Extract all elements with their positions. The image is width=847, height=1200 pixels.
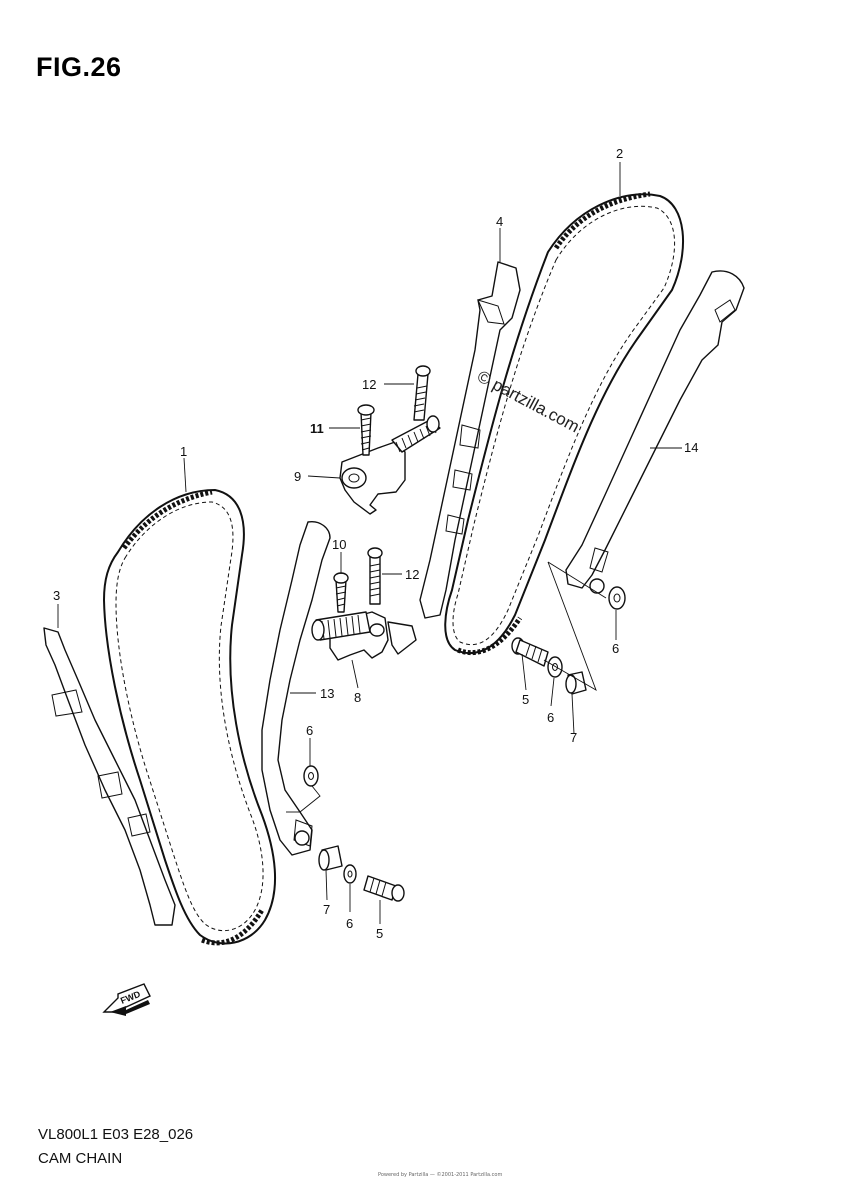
rear-tensioner-guide[interactable] <box>565 270 745 594</box>
callout-13: 13 <box>320 686 334 701</box>
fwd-arrow-icon: FWD <box>102 983 151 1016</box>
figure-title: FIG.26 <box>36 52 122 82</box>
bolt-12-lower[interactable] <box>367 547 383 605</box>
front-tensioner-guide[interactable] <box>261 521 331 856</box>
rear-spacer-7[interactable] <box>565 671 587 695</box>
callout-11: 11 <box>310 421 324 436</box>
callout-7a: 7 <box>570 730 577 745</box>
front-bolt-5[interactable] <box>363 875 405 902</box>
callout-2: 2 <box>616 146 623 161</box>
callout-6b: 6 <box>547 710 554 725</box>
callout-12b: 12 <box>405 567 419 582</box>
callout-14: 14 <box>684 440 698 455</box>
front-spacer-7[interactable] <box>318 845 343 871</box>
callout-5a: 5 <box>522 692 529 707</box>
rear-washer-6[interactable] <box>547 656 563 678</box>
leader-lines <box>57 162 682 924</box>
callout-4: 4 <box>496 214 503 229</box>
callout-5b: 5 <box>376 926 383 941</box>
callout-10: 10 <box>332 537 346 552</box>
copyright-text: © partzilla.com <box>474 367 582 437</box>
front-upper-washer-6[interactable] <box>303 765 319 787</box>
lower-chain-tensioner[interactable] <box>311 611 417 661</box>
upper-chain-tensioner[interactable] <box>339 415 441 515</box>
front-cam-chain[interactable] <box>102 488 276 946</box>
bolt-11[interactable] <box>357 404 375 456</box>
front-chain-guide[interactable] <box>43 627 176 926</box>
figure-code: VL800L1 E03 E28_026 <box>38 1126 194 1143</box>
rear-chain-guide[interactable] <box>419 261 521 619</box>
callout-9: 9 <box>294 469 301 484</box>
figure-name: CAM CHAIN <box>38 1150 123 1167</box>
bolt-10[interactable] <box>333 572 349 613</box>
front-washer-6[interactable] <box>343 864 357 884</box>
callout-1: 1 <box>180 444 187 459</box>
callout-3: 3 <box>53 588 60 603</box>
rear-bolt-5[interactable] <box>511 637 549 667</box>
callout-8: 8 <box>354 690 361 705</box>
callout-7b: 7 <box>323 902 330 917</box>
callout-6d: 6 <box>346 916 353 931</box>
callout-12a: 12 <box>362 377 376 392</box>
callout-6c: 6 <box>612 641 619 656</box>
rear-cam-chain[interactable] <box>444 191 684 656</box>
rear-upper-washer-6[interactable] <box>608 586 626 610</box>
bolt-12-upper[interactable] <box>413 365 431 421</box>
footer-watermark: Powered by Partzilla — ©2001-2011 Partzi… <box>378 1172 503 1178</box>
callout-6a: 6 <box>306 723 313 738</box>
callout-numbers: 2 4 12 11 9 1 10 12 14 3 6 13 8 5 6 7 6 … <box>53 146 698 941</box>
